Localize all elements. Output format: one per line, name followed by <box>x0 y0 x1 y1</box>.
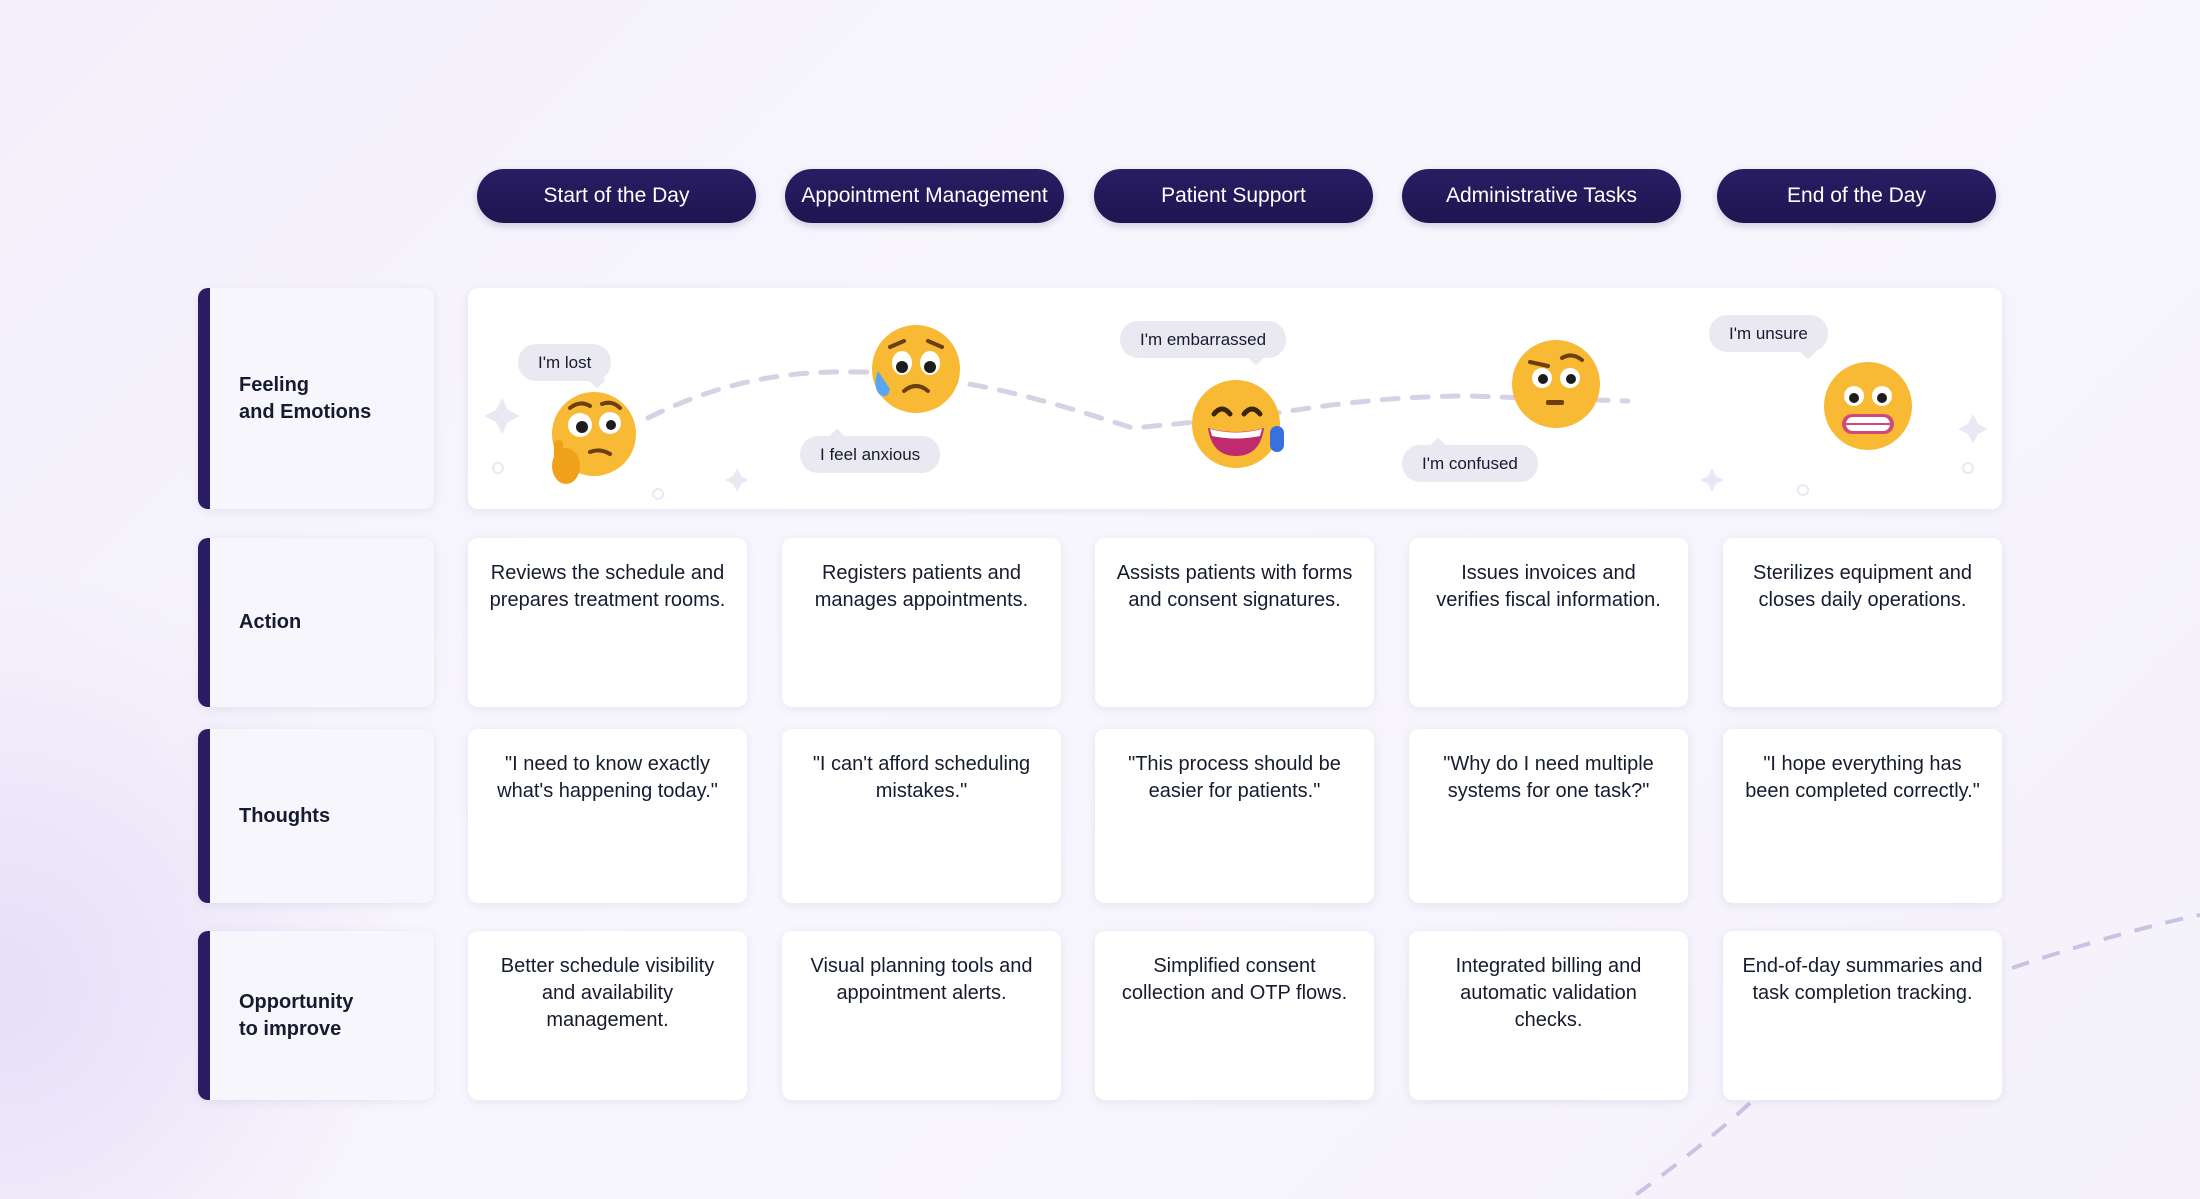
raised-eyebrow-face-icon <box>1512 340 1600 428</box>
opportunity-cell-administrative: Integrated billing and automatic validat… <box>1409 931 1688 1100</box>
row-label-action: Action <box>198 538 434 707</box>
thought-cell-patient-support: "This process should be easier for patie… <box>1095 729 1374 903</box>
opportunity-cell-end: End-of-day summaries and task completion… <box>1723 931 2002 1100</box>
action-cell-start: Reviews the schedule and prepares treatm… <box>468 538 747 707</box>
row-label-opportunity: Opportunity to improve <box>198 931 434 1100</box>
worried-face-icon <box>872 325 960 413</box>
opportunity-cell-start: Better schedule visibility and availabil… <box>468 931 747 1100</box>
thought-cell-appointment: "I can't afford scheduling mistakes." <box>782 729 1061 903</box>
stage-patient-support: Patient Support <box>1094 169 1373 223</box>
thought-cell-start: "I need to know exactly what's happening… <box>468 729 747 903</box>
opportunity-cell-appointment: Visual planning tools and appointment al… <box>782 931 1061 1100</box>
emotion-bubble-confused: I'm confused <box>1402 445 1538 482</box>
stage-administrative-tasks: Administrative Tasks <box>1402 169 1681 223</box>
emotion-bubble-lost: I'm lost <box>518 344 612 381</box>
emotion-curve-panel: I'm lost I feel anxious I'm embarrassed … <box>468 288 2002 509</box>
grinning-sweat-face-icon <box>1192 380 1284 468</box>
row-label-text: Opportunity to improve <box>239 990 354 1040</box>
stage-appointment-management: Appointment Management <box>785 169 1064 223</box>
action-cell-administrative: Issues invoices and verifies fiscal info… <box>1409 538 1688 707</box>
emotion-bubble-anxious: I feel anxious <box>800 436 941 473</box>
emotion-bubble-embarrassed: I'm embarrassed <box>1120 321 1287 358</box>
row-label-text: Thoughts <box>239 804 331 827</box>
emotion-curve <box>484 369 1988 500</box>
row-label-feeling: Feeling and Emotions <box>198 288 434 509</box>
emotion-bubble-unsure: I'm unsure <box>1709 315 1828 352</box>
action-cell-appointment: Registers patients and manages appointme… <box>782 538 1061 707</box>
opportunity-cell-patient-support: Simplified consent collection and OTP fl… <box>1095 931 1374 1100</box>
thought-cell-administrative: "Why do I need multiple systems for one … <box>1409 729 1688 903</box>
stage-start-of-day: Start of the Day <box>477 169 756 223</box>
action-cell-patient-support: Assists patients with forms and consent … <box>1095 538 1374 707</box>
row-label-text: Action <box>239 611 302 633</box>
row-label-text: Feeling and Emotions <box>239 373 372 423</box>
grimacing-face-icon <box>1824 362 1912 450</box>
action-cell-end: Sterilizes equipment and closes daily op… <box>1723 538 2002 707</box>
row-label-thoughts: Thoughts <box>198 729 434 903</box>
stage-end-of-day: End of the Day <box>1717 169 1996 223</box>
sparkle-decorations <box>484 398 1988 492</box>
thought-cell-end: "I hope everything has been completed co… <box>1723 729 2002 903</box>
thinking-face-icon <box>552 392 636 484</box>
